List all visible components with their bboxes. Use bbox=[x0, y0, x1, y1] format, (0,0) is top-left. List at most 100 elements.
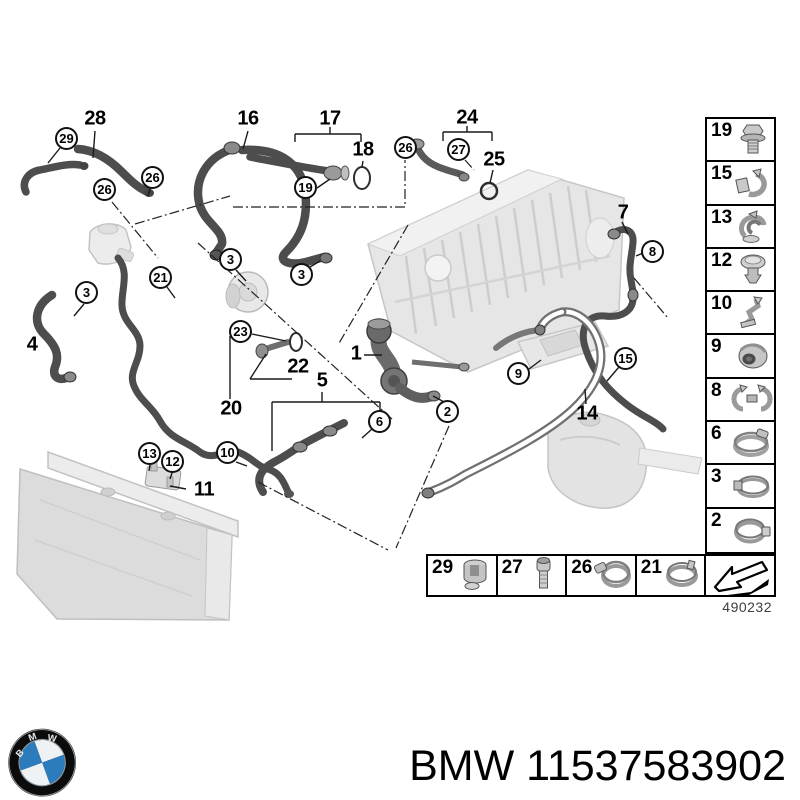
part-ref-label: 26 bbox=[571, 557, 593, 578]
hose-28 bbox=[73, 144, 153, 197]
diagram-code: 490232 bbox=[722, 599, 772, 615]
o-ring-25 bbox=[479, 181, 499, 201]
hose-15 bbox=[579, 292, 667, 433]
part-ref-label: 13 bbox=[711, 206, 733, 228]
callout-circled-3[interactable]: 3 bbox=[219, 248, 242, 271]
callout-circled-6[interactable]: 6 bbox=[368, 410, 391, 433]
callout-circled-26[interactable]: 26 bbox=[93, 178, 116, 201]
radiator-illustration bbox=[16, 450, 239, 621]
callout-14[interactable]: 14 bbox=[576, 402, 598, 425]
parts-bottom-row: 29 27 26 21 bbox=[426, 554, 776, 597]
part-ref-label: 6 bbox=[711, 423, 722, 445]
part-number-text: BMW 11537583902 bbox=[409, 742, 786, 790]
part-ref-label: 19 bbox=[711, 120, 733, 141]
sidebar-cell-3[interactable]: 3 bbox=[707, 465, 774, 509]
sidebar-cell-15[interactable]: 15 bbox=[707, 162, 774, 206]
housing-illustration bbox=[88, 223, 134, 265]
callout-5[interactable]: 5 bbox=[316, 369, 328, 392]
hose-9 bbox=[493, 327, 541, 351]
callout-circled-26[interactable]: 26 bbox=[141, 166, 164, 189]
bmw-roundel-icon: B M W bbox=[8, 728, 77, 797]
bottomrow-cell-arrow[interactable] bbox=[706, 556, 774, 596]
leader-lines bbox=[47, 126, 644, 490]
part-ref-label: 2 bbox=[711, 509, 722, 531]
callout-circled-3[interactable]: 3 bbox=[75, 281, 98, 304]
callout-circled-29[interactable]: 29 bbox=[55, 127, 78, 150]
callout-16[interactable]: 16 bbox=[237, 107, 259, 130]
callout-circled-27[interactable]: 27 bbox=[447, 138, 470, 161]
callout-20[interactable]: 20 bbox=[220, 397, 242, 420]
callout-25[interactable]: 25 bbox=[483, 148, 505, 171]
hose-7 bbox=[610, 226, 637, 296]
spring-clip-icon bbox=[735, 167, 767, 197]
callout-22[interactable]: 22 bbox=[287, 355, 309, 378]
callout-4[interactable]: 4 bbox=[26, 333, 38, 356]
sidebar-cell-10[interactable]: 10 bbox=[707, 292, 774, 336]
callout-circled-23[interactable]: 23 bbox=[229, 320, 252, 343]
part-ref-label: 8 bbox=[711, 379, 722, 401]
callout-11[interactable]: 11 bbox=[193, 478, 215, 501]
push-rivet-icon bbox=[740, 254, 766, 284]
callout-circled-21[interactable]: 21 bbox=[149, 266, 172, 289]
sidebar-cell-9[interactable]: 9 bbox=[707, 335, 774, 379]
callout-7[interactable]: 7 bbox=[617, 201, 629, 224]
callout-circled-3[interactable]: 3 bbox=[290, 263, 313, 286]
bracket-clip-icon bbox=[740, 296, 763, 329]
hose-20 bbox=[114, 254, 293, 498]
callout-28[interactable]: 28 bbox=[84, 107, 106, 130]
part-ref-label: 10 bbox=[711, 293, 733, 315]
hose-4 bbox=[32, 290, 71, 384]
bottomrow-cell-27[interactable]: 27 bbox=[497, 556, 568, 595]
sidebar-cell-19[interactable]: 19 bbox=[707, 119, 774, 163]
band-clamp-icon bbox=[733, 475, 770, 498]
hose-24 bbox=[413, 142, 467, 179]
holder-clamp-icon bbox=[463, 559, 487, 590]
part-ref-label: 12 bbox=[711, 249, 733, 271]
bottomrow-cell-29[interactable]: 29 bbox=[428, 556, 498, 595]
callout-circled-15[interactable]: 15 bbox=[614, 347, 637, 370]
double-clip-icon bbox=[731, 384, 773, 412]
direction-arrow-icon bbox=[714, 560, 770, 596]
coupling-icon bbox=[738, 343, 768, 369]
part-ref-label: 9 bbox=[711, 336, 722, 358]
sidebar-cell-8[interactable]: 8 bbox=[707, 378, 774, 423]
part-ref-label: 15 bbox=[711, 163, 733, 185]
o-ring-23 bbox=[289, 332, 303, 352]
dash-dot-lines bbox=[111, 159, 669, 551]
bottomrow-cell-21[interactable]: 21 bbox=[636, 556, 707, 595]
bmw-logo: B M W bbox=[1, 727, 85, 800]
hose-29 bbox=[20, 160, 84, 196]
callout-24[interactable]: 24 bbox=[456, 106, 478, 129]
sidebar-cell-2[interactable]: 2 bbox=[707, 508, 774, 552]
flange-bolt-icon bbox=[740, 124, 766, 154]
sidebar-cell-6[interactable]: 6 bbox=[707, 422, 774, 466]
tab-clamp-icon bbox=[666, 559, 699, 587]
worm-clamp-icon bbox=[733, 428, 769, 458]
callout-circled-26[interactable]: 26 bbox=[394, 136, 417, 159]
part-ref-label: 29 bbox=[432, 557, 454, 578]
sidebar-cell-13[interactable]: 13 bbox=[707, 205, 774, 249]
callout-circled-8[interactable]: 8 bbox=[641, 240, 664, 263]
svg-text:M: M bbox=[27, 731, 38, 744]
sidebar-cell-12[interactable]: 12 bbox=[707, 248, 774, 293]
hose-17 bbox=[237, 145, 329, 268]
parts-sidebar-table: 19 15 13 12 bbox=[705, 117, 776, 554]
callout-circled-13[interactable]: 13 bbox=[138, 442, 161, 465]
bottomrow-cell-26[interactable]: 26 bbox=[567, 556, 637, 595]
callout-circled-12[interactable]: 12 bbox=[161, 450, 184, 473]
tab-clamp-icon bbox=[734, 518, 771, 544]
callout-circled-2[interactable]: 2 bbox=[436, 400, 459, 423]
callout-1[interactable]: 1 bbox=[350, 342, 362, 365]
part-ref-label: 3 bbox=[711, 466, 722, 488]
water-pump-illustration bbox=[225, 271, 269, 313]
callout-circled-19[interactable]: 19 bbox=[294, 176, 317, 199]
socket-bolt-icon bbox=[536, 557, 551, 589]
svg-text:W: W bbox=[47, 733, 58, 745]
callout-circled-10[interactable]: 10 bbox=[216, 441, 239, 464]
callout-18[interactable]: 18 bbox=[352, 138, 374, 161]
callout-17[interactable]: 17 bbox=[319, 107, 341, 130]
callout-circled-9[interactable]: 9 bbox=[507, 362, 530, 385]
engine-block-illustration bbox=[366, 169, 625, 373]
